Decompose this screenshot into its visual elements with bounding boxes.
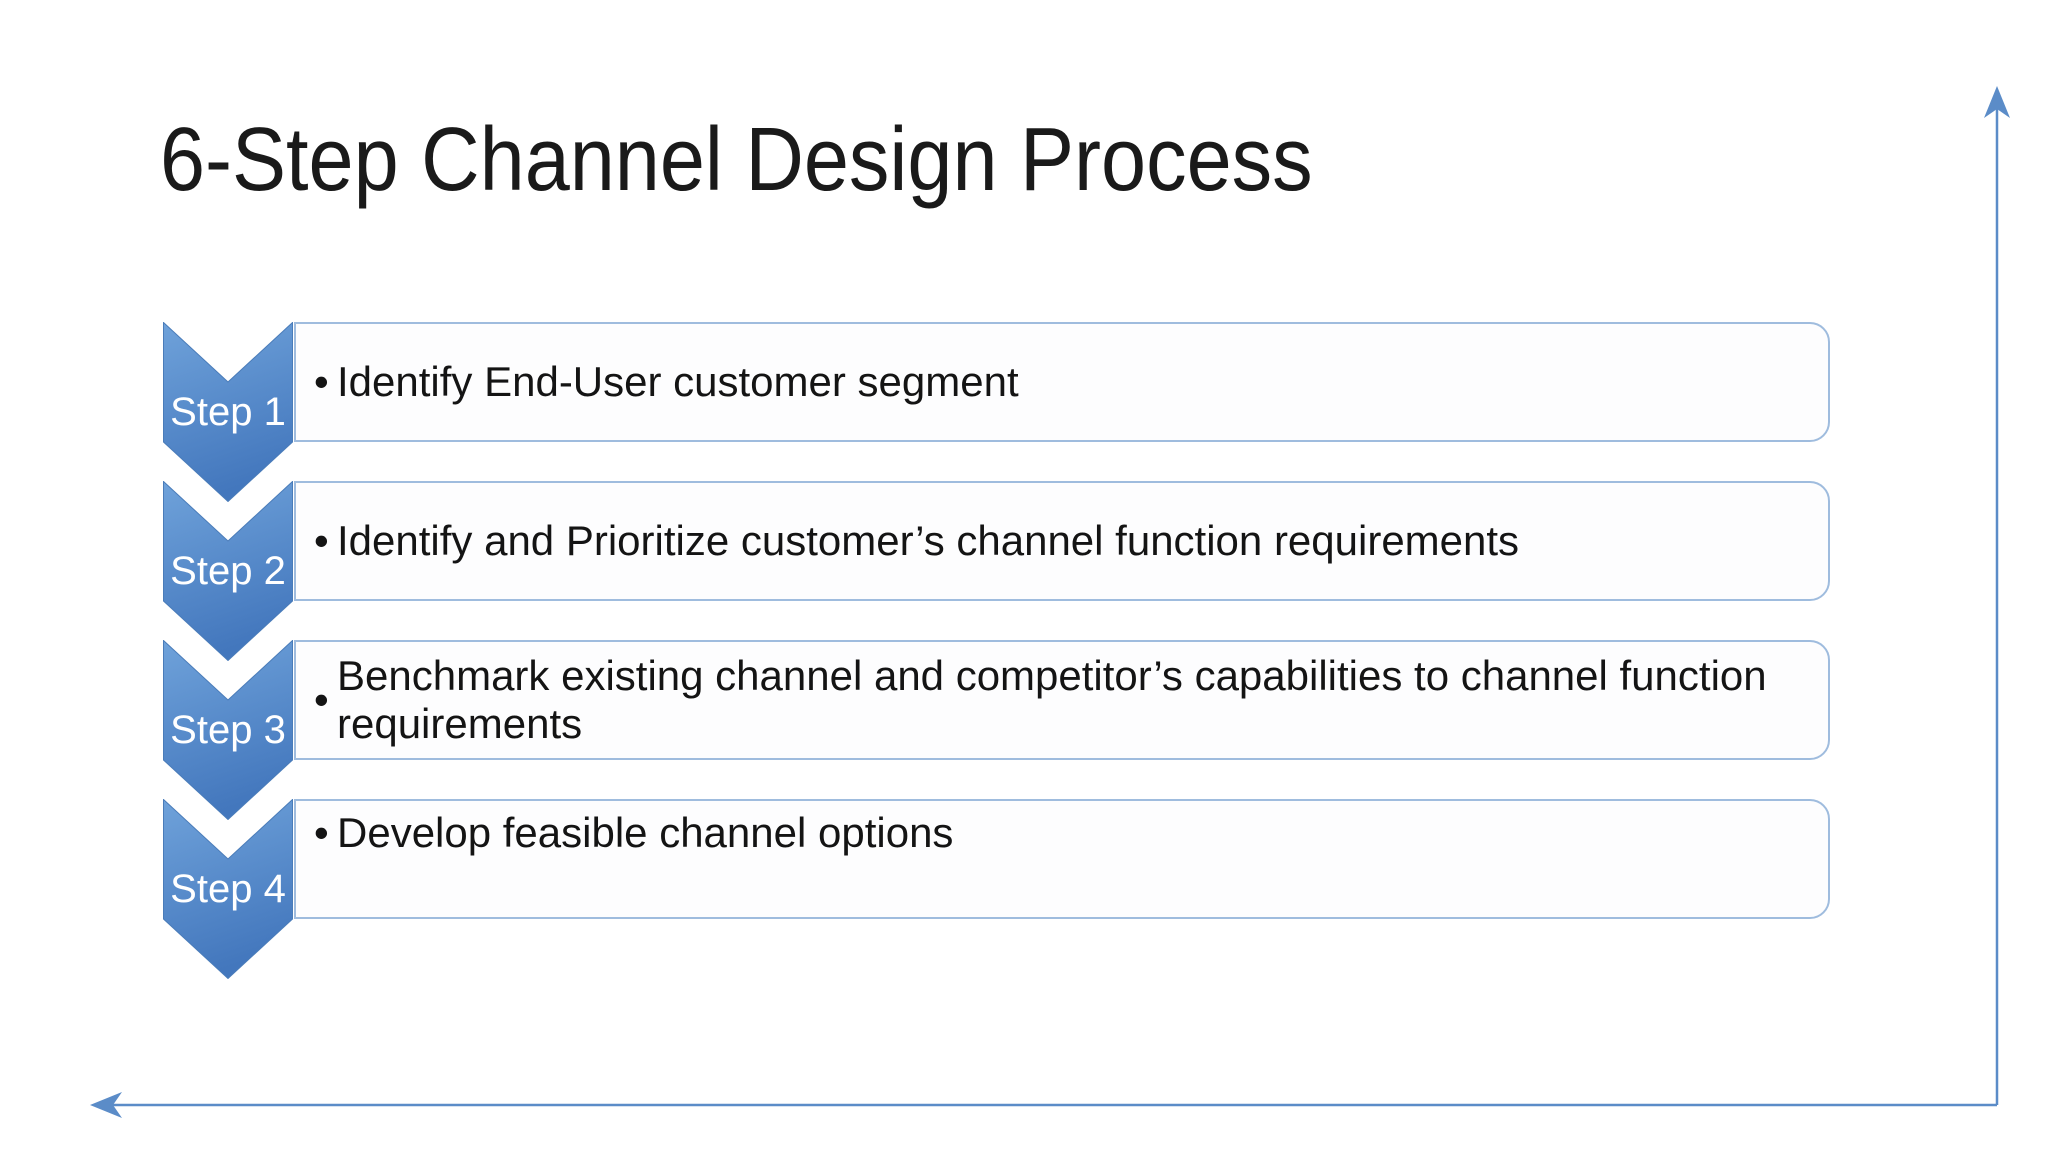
process-step-row-2: • Identify and Prioritize customer’s cha…	[0, 481, 2048, 661]
step-card-3: • Benchmark existing channel and competi…	[294, 640, 1830, 760]
bullet-marker: •	[314, 676, 329, 723]
bullet-text: Identify and Prioritize customer’s chann…	[337, 517, 1520, 564]
process-step-row-4: • Develop feasible channel options Step …	[0, 799, 2048, 979]
step-card-1: • Identify End-User customer segment	[294, 322, 1830, 442]
bullet-text: Identify End-User customer segment	[337, 358, 1019, 405]
slide-title: 6-Step Channel Design Process	[160, 110, 1313, 210]
step-card-4: • Develop feasible channel options	[294, 799, 1830, 919]
step-chevron-3: Step 3	[163, 640, 293, 820]
step-card-2: • Identify and Prioritize customer’s cha…	[294, 481, 1830, 601]
step-label: Step 1	[170, 390, 286, 434]
step-chevron-1: Step 1	[163, 322, 293, 502]
bullet-marker: •	[314, 517, 329, 564]
process-step-row-1: • Identify End-User customer segment Ste…	[0, 322, 2048, 502]
step-chevron-4: Step 4	[163, 799, 293, 979]
process-step-row-3: • Benchmark existing channel and competi…	[0, 640, 2048, 820]
up-arrow-icon	[1984, 86, 2010, 118]
bullet-text: Benchmark existing channel and competito…	[337, 652, 1767, 747]
bullet-text: Develop feasible channel options	[337, 809, 954, 856]
step-label: Step 4	[170, 867, 286, 911]
bullet-marker: •	[314, 358, 329, 405]
step-label: Step 2	[170, 549, 286, 593]
step-label: Step 3	[170, 708, 286, 752]
step-chevron-2: Step 2	[163, 481, 293, 661]
left-arrow-icon	[90, 1092, 122, 1118]
bullet-marker: •	[314, 809, 329, 856]
